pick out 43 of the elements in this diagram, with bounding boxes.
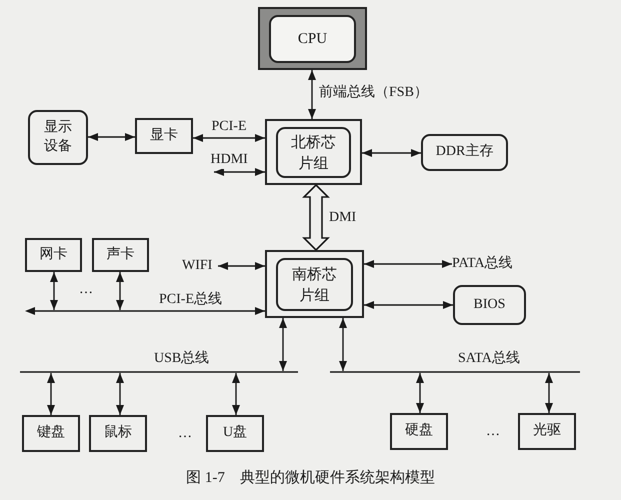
arrow [545,373,553,413]
device-box: BIOS [453,285,526,325]
arrow [47,373,55,415]
arrow [362,149,421,157]
arrow [116,272,124,310]
arrow [302,184,330,252]
arrow [416,373,424,413]
device-box: DDR主存 [421,134,508,171]
arrow [364,260,452,268]
bus-label: USB总线 [154,351,210,367]
component-box: 光驱 [518,413,576,450]
device-box: 显示设备 [28,110,88,165]
arrow [240,307,265,315]
arrow [218,262,265,270]
interface-label: WIFI [182,257,218,275]
arrow [116,373,124,415]
arrow [50,272,58,310]
interface-label: PATA总线 [452,255,524,273]
inner-panel: 南桥芯片组 [276,258,353,311]
component-box: 硬盘 [390,413,448,450]
component-box: 鼠标 [89,415,147,452]
component-box: 显卡 [135,118,193,154]
component-box: 声卡 [92,238,149,272]
edge-label: HDMI [210,152,249,169]
component-box: U盘 [206,415,264,452]
arrow [279,318,287,371]
arrow [214,168,265,176]
chipset-box [265,250,364,318]
component-box: 网卡 [25,238,82,272]
inner-panel: CPU [269,15,356,63]
bus-label: SATA总线 [458,351,520,367]
arrow [193,134,265,142]
processor-box [258,7,367,70]
bus-label: PCI-E总线 [159,292,222,308]
arrow [339,318,347,371]
figure-caption: 图 1-7 典型的微机硬件系统架构模型 [185,468,436,487]
arrow [88,133,135,141]
arrow [364,301,453,309]
arrow [308,70,316,119]
component-box: 键盘 [22,415,80,452]
chipset-box [265,119,362,185]
arrow [232,373,240,415]
inner-panel: 北桥芯片组 [276,127,351,178]
